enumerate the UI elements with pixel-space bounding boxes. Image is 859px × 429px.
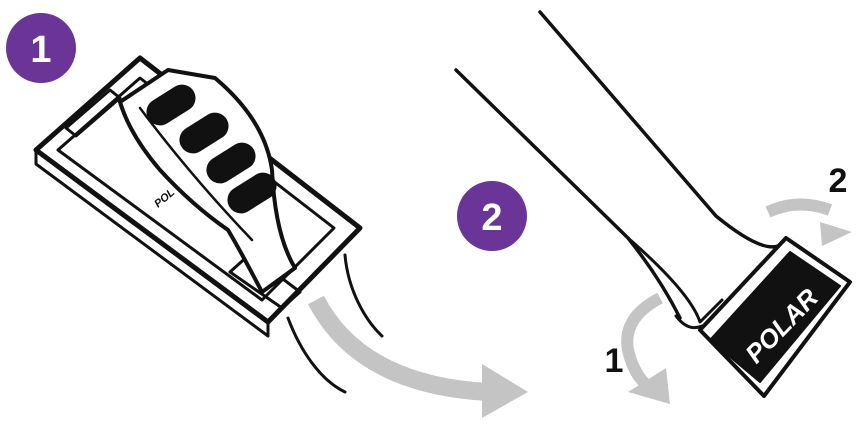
connector-module bbox=[118, 68, 297, 294]
clip-slot bbox=[64, 88, 122, 138]
polar-connector-plate bbox=[709, 251, 841, 383]
step-2-badge-label: 2 bbox=[481, 197, 502, 239]
connector-clip-illustration bbox=[33, 55, 384, 394]
strap-illustration bbox=[454, 10, 852, 398]
strap-end-left bbox=[286, 316, 347, 394]
clip-frame-lip bbox=[34, 148, 270, 338]
sub-step-2-label: 2 bbox=[829, 162, 848, 200]
transition-arrow bbox=[308, 295, 528, 418]
strap-fold bbox=[626, 236, 724, 324]
strap-end-right bbox=[343, 253, 384, 338]
rotation-arrow-2 bbox=[765, 198, 852, 246]
clip-frame-inner bbox=[56, 76, 336, 302]
snap-hole-2 bbox=[179, 112, 229, 154]
sub-step-1-label: 1 bbox=[605, 342, 624, 380]
strap-edge-right bbox=[538, 10, 780, 249]
step-1-badge-label: 1 bbox=[30, 29, 51, 71]
step-1-badge-circle bbox=[6, 13, 76, 83]
snap-hole-3 bbox=[206, 142, 256, 184]
step-2-badge-circle bbox=[457, 181, 527, 251]
step-1-badge: 1 bbox=[6, 13, 76, 83]
strap-curl bbox=[674, 314, 704, 330]
snap-hole-4 bbox=[227, 172, 277, 214]
connector-module-edge bbox=[138, 106, 254, 242]
snap-hole-1 bbox=[146, 84, 196, 126]
rotation-arrow-1 bbox=[621, 292, 670, 404]
step-2-badge: 2 bbox=[457, 181, 527, 251]
